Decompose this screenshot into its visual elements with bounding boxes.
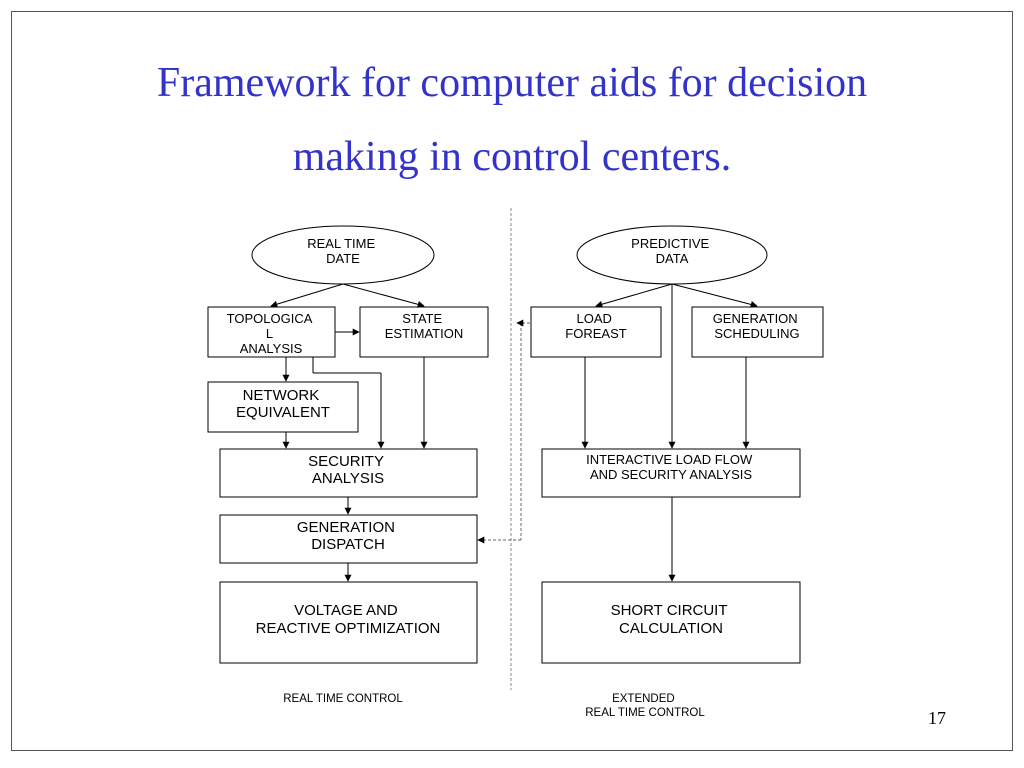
generation-scheduling-line-1: GENERATION <box>713 311 798 326</box>
state-estimation-box: STATE ESTIMATION <box>359 306 489 358</box>
interactive-load-flow-line-1: INTERACTIVE LOAD FLOW <box>586 452 753 467</box>
network-equivalent-line-1: NETWORK <box>243 387 320 404</box>
svg-text:LOAD FOREAST: LOAD FOREAST <box>565 311 626 341</box>
short-circuit-line-1: SHORT CIRCUIT <box>611 602 728 619</box>
predictive-data-line-1: PREDICTIVE <box>631 236 709 251</box>
generation-dispatch-line-2: DISPATCH <box>311 536 385 553</box>
right-column-caption: EXTENDED REAL TIME CONTROL <box>585 693 705 719</box>
right-caption-line-2: REAL TIME CONTROL <box>585 707 705 719</box>
load-forecast-to-dispatch-link <box>477 319 530 544</box>
svg-text:PREDICTIVE DATA: PREDICTIVE DATA <box>631 236 713 266</box>
slide-title-line-1: Framework for computer aids for decision <box>156 60 868 106</box>
interactive-load-flow-line-2: AND SECURITY ANALYSIS <box>590 467 752 482</box>
svg-text:VOLTAGE AND REACTIVE OPT: VOLTAGE AND REACTIVE OPTIMIZATION <box>256 602 441 637</box>
network-equivalent-line-2: EQUIVALENT <box>236 404 330 421</box>
generation-dispatch-line-1: GENERATION <box>297 519 395 536</box>
svg-text:TOPOLOGICA L ANALY: TOPOLOGICA L ANALYSIS <box>227 311 316 356</box>
svg-text:GENERATION DISPATCH: GENERATION DISPATCH <box>297 519 399 553</box>
network-equivalent-box: NETWORK EQUIVALENT <box>207 381 359 433</box>
predictive-data-line-2: DATA <box>656 251 689 266</box>
interactive-load-flow-box: INTERACTIVE LOAD FLOW AND SECURITY ANALY… <box>541 448 801 498</box>
svg-text:SHORT CIRCUIT CALCULATIO: SHORT CIRCUIT CALCULATION <box>611 602 732 637</box>
load-forecast-box: LOAD FOREAST <box>530 306 662 358</box>
svg-text:STATE ESTIMATION: STATE ESTIMATION <box>385 311 463 341</box>
generation-scheduling-box: GENERATION SCHEDULING <box>691 306 824 358</box>
short-circuit-box: SHORT CIRCUIT CALCULATION <box>541 581 801 664</box>
short-circuit-line-2: CALCULATION <box>619 620 723 637</box>
security-analysis-line-1: SECURITY <box>308 453 384 470</box>
topological-analysis-box: TOPOLOGICA L ANALYSIS <box>207 306 336 358</box>
right-caption-line-1: EXTENDED <box>612 693 675 705</box>
svg-text:REAL TIME DATE: REAL TIME DATE <box>307 236 379 266</box>
svg-text:NETWORK EQUIVALENT: NETWORK EQUIVALENT <box>236 387 330 421</box>
slide-frame <box>11 11 1013 751</box>
voltage-optimization-line-1: VOLTAGE AND <box>294 602 398 619</box>
svg-text:SECURITY ANALYSIS: SECURITY ANALYSIS <box>308 453 388 487</box>
real-time-data-line-1: REAL TIME <box>307 236 375 251</box>
predictive-data-ellipse: PREDICTIVE DATA <box>576 225 768 285</box>
state-estimation-line-2: ESTIMATION <box>385 326 463 341</box>
topological-line-2: L <box>266 326 273 341</box>
svg-text:INTERACTIVE LOAD FLOW AN: INTERACTIVE LOAD FLOW AND SECURITY ANALY… <box>586 452 756 482</box>
real-time-data-ellipse: REAL TIME DATE <box>251 225 435 285</box>
generation-scheduling-line-2: SCHEDULING <box>714 326 799 341</box>
real-time-data-line-2: DATE <box>326 251 360 266</box>
svg-text:GENERATION SCHEDULING: GENERATION SCHEDULING <box>713 311 802 341</box>
load-forecast-line-2: FOREAST <box>565 326 626 341</box>
right-connectors <box>581 283 758 582</box>
generation-dispatch-box: GENERATION DISPATCH <box>219 514 478 564</box>
voltage-optimization-box: VOLTAGE AND REACTIVE OPTIMIZATION <box>219 581 478 664</box>
load-forecast-line-1: LOAD <box>576 311 611 326</box>
page-number: 17 <box>928 708 946 728</box>
slide-title-line-2: making in control centers. <box>292 134 732 180</box>
voltage-optimization-line-2: REACTIVE OPTIMIZATION <box>256 620 441 637</box>
left-connectors <box>270 283 428 582</box>
topological-line-1: TOPOLOGICA <box>227 311 313 326</box>
security-analysis-box: SECURITY ANALYSIS <box>219 448 478 498</box>
state-estimation-line-1: STATE <box>402 311 442 326</box>
security-analysis-line-2: ANALYSIS <box>312 470 384 487</box>
topological-line-3: ANALYSIS <box>240 341 303 356</box>
left-column-caption: REAL TIME CONTROL <box>283 693 403 705</box>
